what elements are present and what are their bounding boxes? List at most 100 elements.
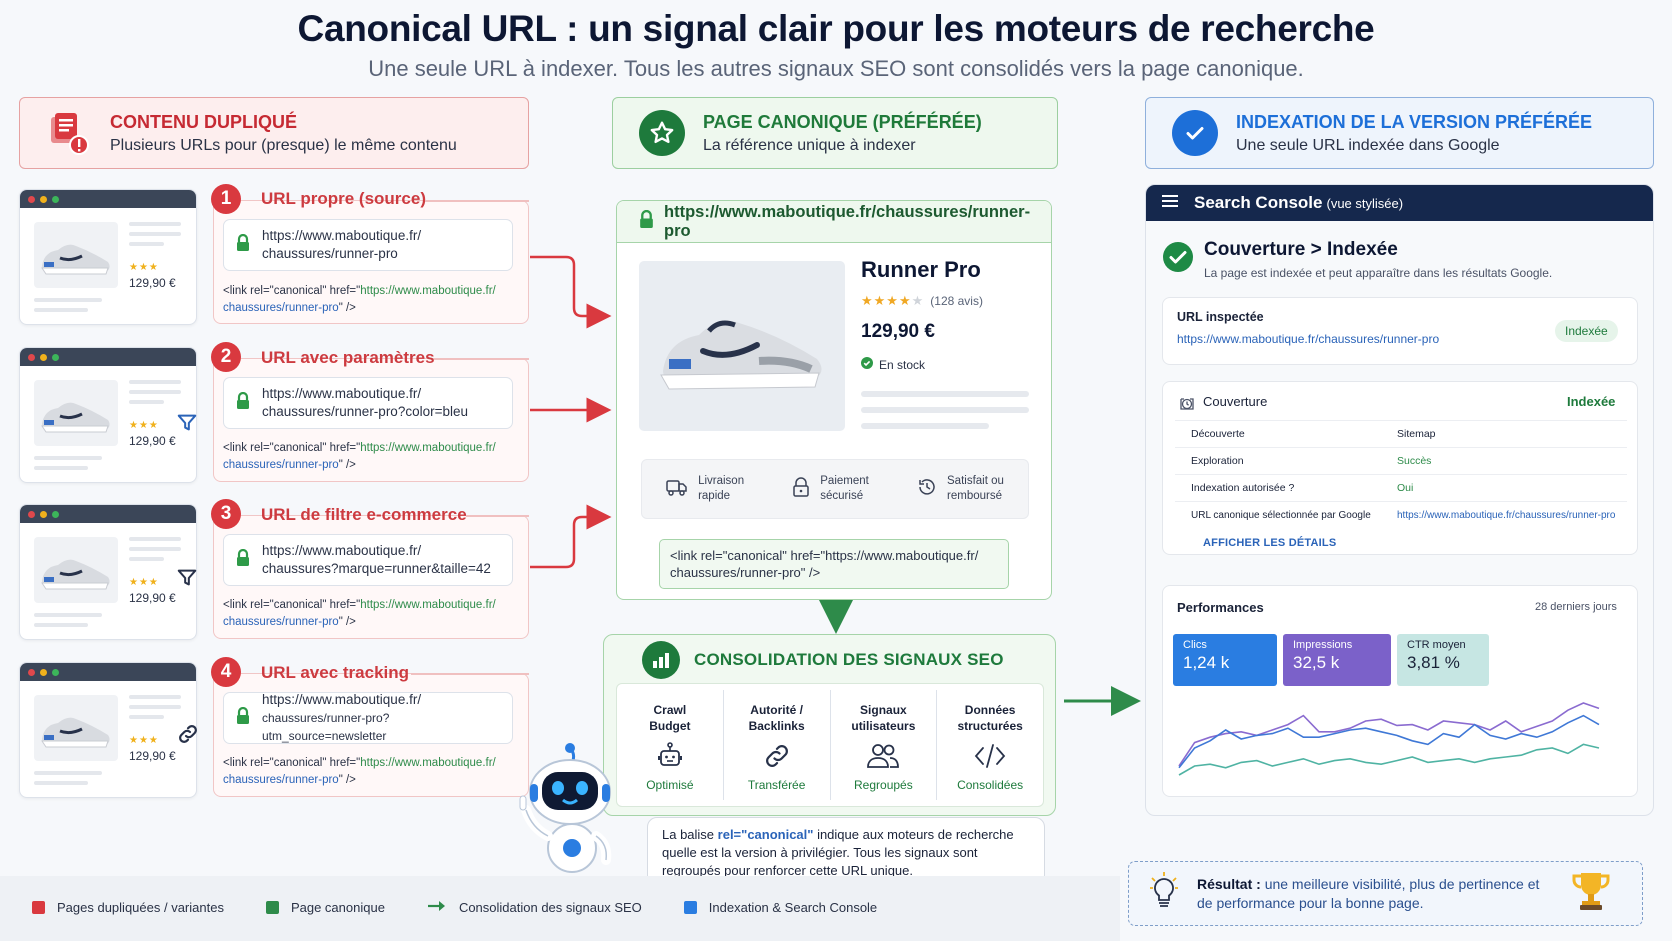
product-name: Runner Pro	[861, 257, 981, 282]
canonical-banner-subtitle: La référence unique à indexer	[703, 136, 916, 154]
chart-series-clics	[1178, 714, 1600, 769]
arrow-right-icon	[427, 900, 447, 915]
code-icon	[973, 736, 1007, 776]
robot-icon	[655, 736, 685, 776]
lock-icon	[236, 548, 250, 572]
duplicate-title: URL propre (source)	[261, 189, 426, 208]
inspected-url-link[interactable]: https://www.maboutique.fr/chaussures/run…	[1177, 332, 1440, 346]
hamburger-menu-icon[interactable]	[1162, 193, 1178, 213]
duplicate-page-thumbnail: ★★★ 129,90 €	[19, 347, 197, 483]
legend: Pages dupliquées / variantes Page canoni…	[32, 900, 919, 915]
result-callout: Résultat : une meilleure visibilité, plu…	[1128, 861, 1643, 926]
coverage-status: Indexée	[1567, 394, 1616, 409]
users-icon	[866, 736, 900, 776]
page-title: Canonical URL : un signal clair pour les…	[297, 8, 1375, 49]
duplicate-banner-subtitle: Plusieurs URLs pour (presque) le même co…	[110, 136, 457, 154]
duplicate-title: URL avec paramètres	[261, 348, 435, 367]
lock-icon	[236, 233, 250, 257]
filter-icon	[176, 567, 198, 594]
shoe-image	[34, 380, 118, 446]
shoe-image	[34, 537, 118, 603]
legend-background	[0, 876, 1120, 941]
link-icon	[762, 736, 792, 776]
link-icon	[176, 722, 200, 751]
show-details-link[interactable]: AFFICHER LES DÉTAILS	[1203, 537, 1337, 549]
duplicate-title: URL de filtre e-commerce	[261, 505, 467, 524]
legend-item-duplicates: Pages dupliquées / variantes	[32, 900, 224, 915]
indexed-badge: Indexée	[1555, 320, 1618, 342]
chart-series-ctr	[1178, 743, 1600, 776]
period-label: 28 derniers jours	[1535, 601, 1617, 613]
duplicate-banner-title: CONTENU DUPLIQUÉ	[110, 111, 298, 132]
indexation-banner-title: INDEXATION DE LA VERSION PRÉFÉRÉE	[1236, 111, 1593, 132]
star-icon	[639, 110, 685, 156]
inspected-url-card: URL inspectée https://www.maboutique.fr/…	[1162, 297, 1638, 365]
legend-item-canonical: Page canonique	[265, 900, 385, 915]
check-circle-icon	[1162, 241, 1194, 278]
duplicate-url-field[interactable]: https://www.maboutique.fr/chaussures/run…	[223, 219, 513, 271]
step-number-badge: 1	[211, 184, 241, 214]
lightbulb-icon	[1149, 871, 1179, 916]
canonical-url-bar[interactable]: https://www.maboutique.fr/chaussures/run…	[617, 201, 1051, 243]
duplicate-page-thumbnail: ★★★ 129,90 €	[19, 189, 197, 325]
shoe-image	[34, 695, 118, 761]
consolidation-title: CONSOLIDATION DES SIGNAUX SEO	[694, 650, 1004, 669]
duplicate-url-field[interactable]: https://www.maboutique.fr/chaussures/run…	[223, 377, 513, 429]
check-circle-icon	[861, 357, 873, 372]
refund-clock-icon	[917, 477, 937, 502]
lock-icon	[236, 391, 250, 415]
coverage-row: Indexation autorisée ?Oui	[1175, 474, 1627, 501]
canonical-tag-snippet: <link rel="canonical" href="https://www.…	[223, 442, 496, 471]
canonical-tag-snippet: <link rel="canonical" href="https://www.…	[223, 757, 496, 786]
clock-icon	[1179, 396, 1195, 417]
truck-icon	[666, 478, 688, 501]
canonical-link-tag: <link rel="canonical" href="https://www.…	[659, 539, 1009, 589]
step-number-badge: 4	[211, 657, 241, 687]
duplicate-pages-icon	[46, 110, 92, 156]
duplicate-url-field[interactable]: https://www.maboutique.fr/chaussures/run…	[223, 692, 513, 744]
signal-authority-backlinks: Autorité /Backlinks Transférée	[724, 690, 831, 800]
canonical-tag-snippet: <link rel="canonical" href="https://www.…	[223, 285, 496, 314]
search-console-panel: Search Console(vue stylisée) Couverture …	[1145, 184, 1654, 816]
coverage-description: La page est indexée et peut apparaître d…	[1204, 266, 1553, 280]
page-subtitle: Une seule URL à indexer. Tous les autres…	[368, 56, 1304, 81]
duplicate-title: URL avec tracking	[261, 663, 410, 682]
canonical-page-card: https://www.maboutique.fr/chaussures/run…	[616, 200, 1052, 600]
legend-item-consolidation: Consolidation des signaux SEO	[427, 900, 642, 915]
canonical-tag-snippet: <link rel="canonical" href="https://www.…	[223, 599, 496, 628]
check-icon	[1172, 110, 1218, 156]
step-number-badge: 3	[211, 499, 241, 529]
duplicate-url-field[interactable]: https://www.maboutique.fr/chaussures?mar…	[223, 534, 513, 586]
product-price: 129,90 €	[861, 321, 935, 342]
stock-status: En stock	[861, 357, 925, 372]
indexation-banner: INDEXATION DE LA VERSION PRÉFÉRÉE Une se…	[1145, 97, 1654, 169]
duplicate-content-banner: CONTENU DUPLIQUÉ Plusieurs URLs pour (pr…	[19, 97, 529, 169]
chart-series-impressions	[1178, 702, 1600, 767]
filter-icon	[176, 412, 198, 439]
bar-chart-icon	[642, 641, 680, 679]
step-number-badge: 2	[211, 342, 241, 372]
duplicate-page-thumbnail: ★★★ 129,90 €	[19, 504, 197, 640]
lock-icon	[236, 706, 250, 730]
legend-item-indexation: Indexation & Search Console	[683, 900, 877, 915]
product-rating: ★★★★★(128 avis)	[861, 293, 983, 308]
canonical-page-banner: PAGE CANONIQUE (PRÉFÉRÉE) La référence u…	[612, 97, 1058, 169]
robot-mascot	[510, 740, 630, 885]
explanation-bubble: La balise rel="canonical" indique aux mo…	[647, 817, 1045, 885]
duplicate-page-thumbnail: ★★★ 129,90 €	[19, 662, 197, 798]
